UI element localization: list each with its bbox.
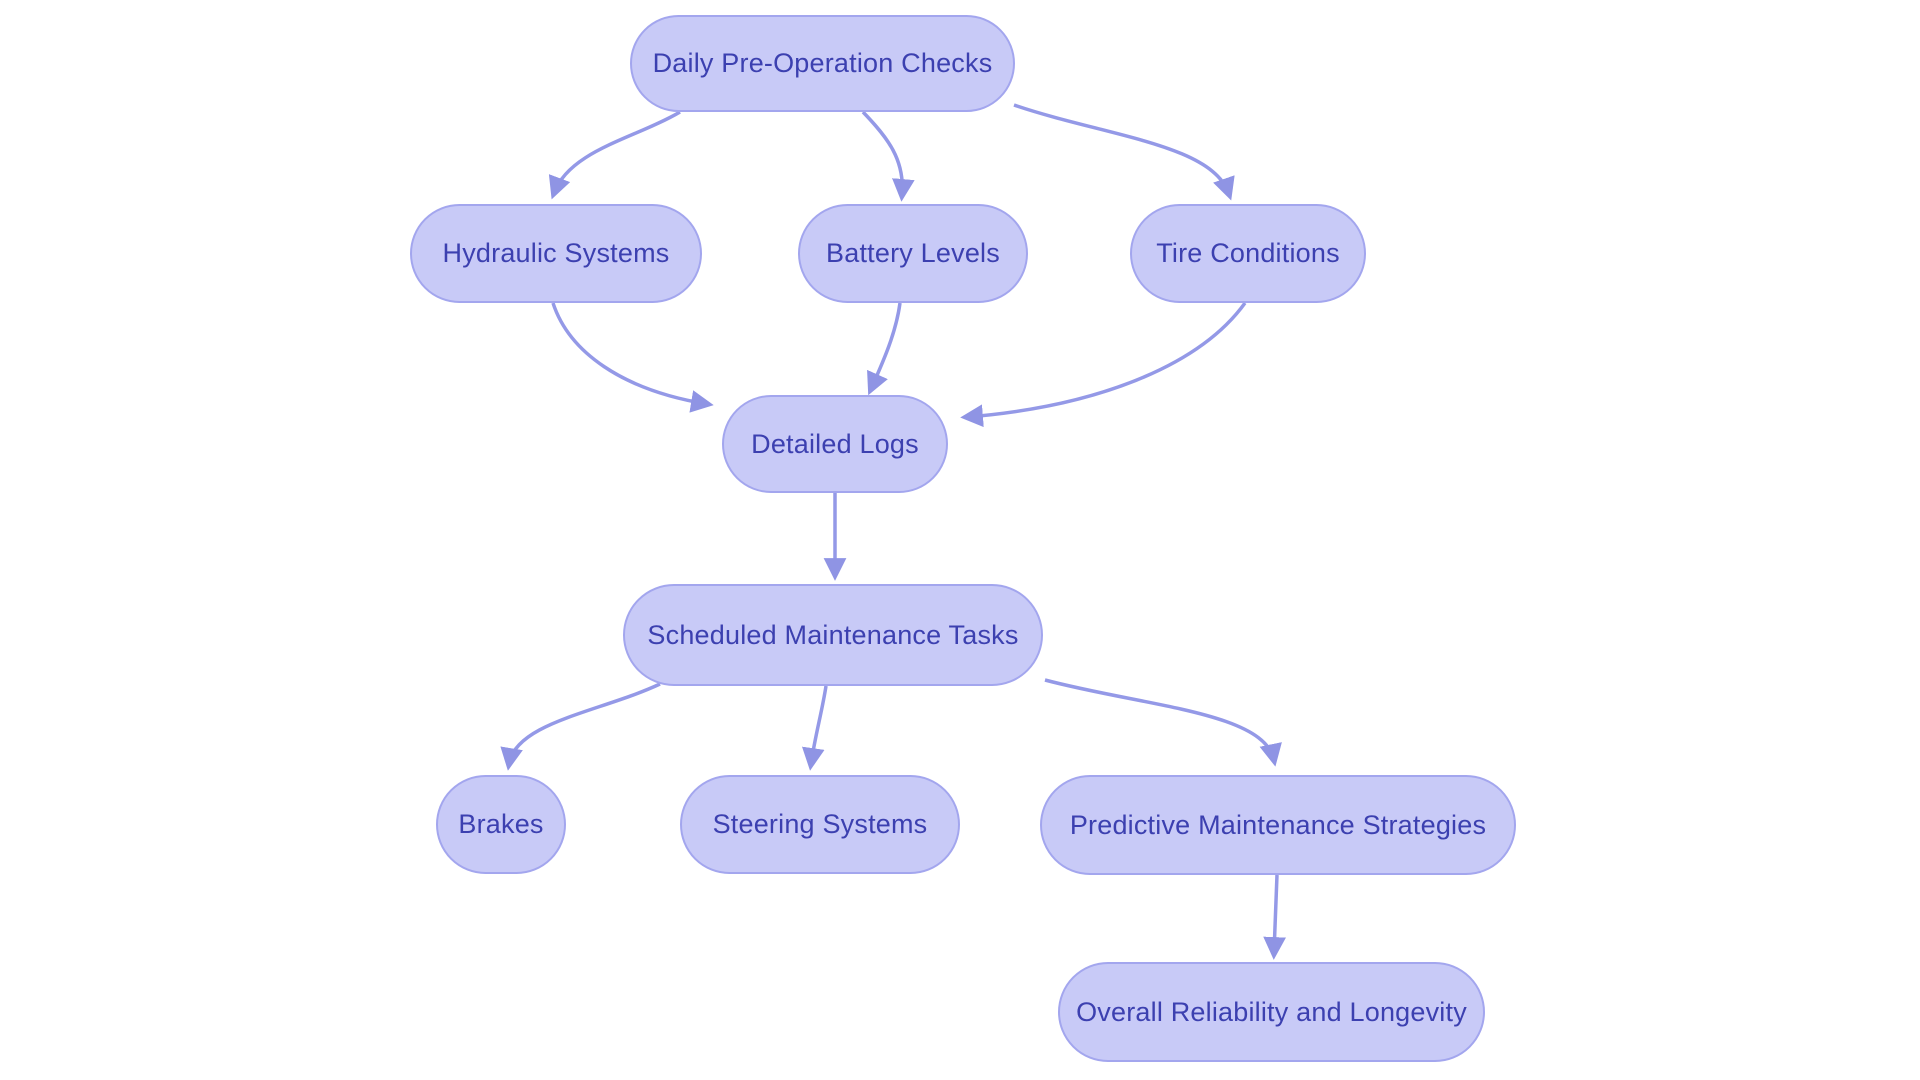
node-hydraulic-systems: Hydraulic Systems (410, 204, 702, 303)
edge-hydraulic-to-logs (551, 302, 714, 413)
node-scheduled-maintenance-tasks: Scheduled Maintenance Tasks (623, 584, 1043, 686)
edge-predictive-to-overall (1263, 874, 1286, 960)
node-steering-systems: Steering Systems (680, 775, 960, 874)
node-brakes: Brakes (436, 775, 566, 874)
edge-daily-to-tire (1013, 103, 1235, 201)
node-predictive-maintenance-strategies: Predictive Maintenance Strategies (1040, 775, 1516, 875)
edge-scheduled-to-predictive (1044, 678, 1282, 767)
edge-tire-to-logs (960, 301, 1247, 428)
node-detailed-logs: Detailed Logs (722, 395, 948, 493)
node-tire-conditions: Tire Conditions (1130, 204, 1366, 303)
edge-daily-to-battery (861, 110, 915, 202)
edge-battery-to-logs (867, 302, 902, 396)
edge-scheduled-to-brakes (500, 682, 661, 771)
node-daily-pre-operation-checks: Daily Pre-Operation Checks (630, 15, 1015, 112)
edge-scheduled-to-steering (801, 685, 828, 771)
node-battery-levels: Battery Levels (798, 204, 1028, 303)
edge-daily-to-hydraulic (548, 110, 681, 200)
node-overall-reliability-and-longevity: Overall Reliability and Longevity (1058, 962, 1485, 1062)
